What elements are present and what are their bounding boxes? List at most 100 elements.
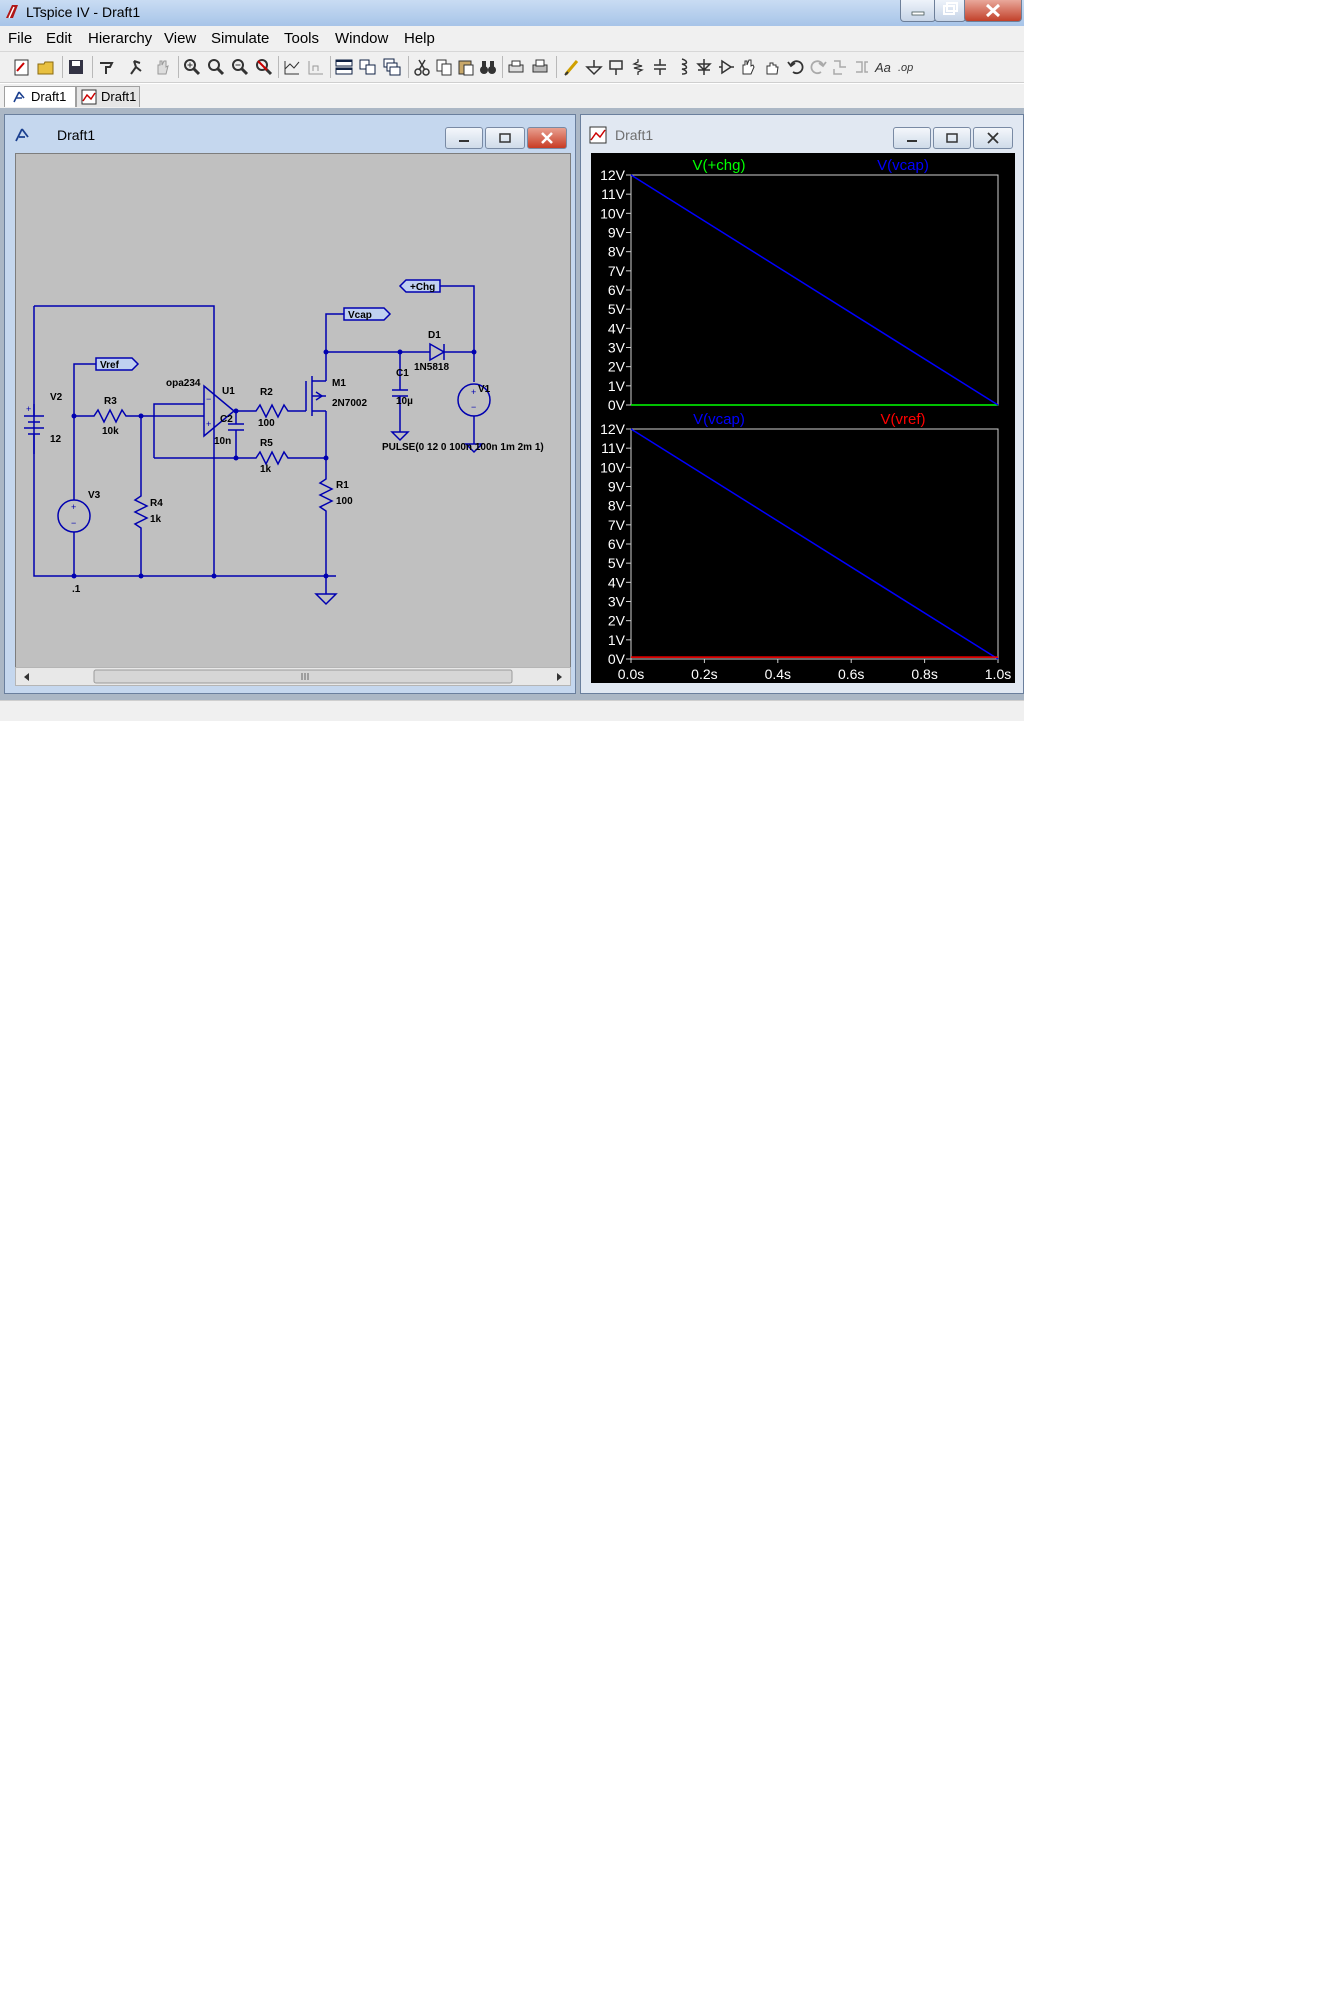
waveform-close-button[interactable]	[973, 127, 1013, 149]
menu-file[interactable]: File	[8, 30, 33, 47]
drag-hand-icon[interactable]	[762, 57, 782, 77]
y-tick-label: 3V	[608, 594, 626, 610]
waveform-window-icon	[589, 126, 607, 144]
vcap-net-label: Vcap	[348, 310, 372, 321]
restore-icon	[943, 2, 958, 15]
y-tick-label: 6V	[608, 282, 626, 298]
y-tick-label: 6V	[608, 536, 626, 552]
undo-icon[interactable]	[786, 57, 806, 77]
schematic-window[interactable]: Draft1	[4, 114, 576, 694]
scroll-right-arrow-icon[interactable]	[557, 673, 562, 681]
control-panel-icon[interactable]	[96, 57, 116, 77]
menu-window[interactable]: Window	[335, 30, 389, 47]
schematic-restore-button[interactable]	[485, 127, 525, 149]
zoom-out-icon[interactable]	[230, 57, 250, 77]
autorange-icon[interactable]	[282, 57, 302, 77]
inductor-icon[interactable]	[672, 57, 692, 77]
component-icon[interactable]	[716, 57, 736, 77]
menu-hierarchy[interactable]: Hierarchy	[88, 30, 153, 47]
tile-horizontal-icon[interactable]	[334, 57, 354, 77]
move-hand-icon[interactable]	[738, 57, 758, 77]
rotate-icon[interactable]	[830, 57, 850, 77]
x-tick-label: 0.6s	[838, 666, 864, 682]
y-tick-label: 7V	[608, 517, 626, 533]
series-line	[630, 174, 999, 406]
svg-text:+: +	[71, 502, 76, 512]
svg-text:−: −	[71, 518, 76, 528]
waveform-minimize-button[interactable]	[893, 127, 931, 149]
zoom-in-icon[interactable]	[182, 57, 202, 77]
save-icon[interactable]	[66, 57, 86, 77]
menu-simulate[interactable]: Simulate	[211, 30, 270, 47]
tile-vertical-icon[interactable]	[358, 57, 378, 77]
scroll-left-arrow-icon[interactable]	[24, 673, 29, 681]
svg-text:+: +	[471, 387, 476, 397]
paste-icon[interactable]	[456, 57, 476, 77]
y-tick-label: 11V	[601, 440, 626, 456]
restore-button[interactable]	[934, 0, 966, 22]
schematic-close-button[interactable]	[527, 127, 567, 149]
c1-ref: C1	[396, 368, 409, 379]
open-folder-icon[interactable]	[36, 57, 56, 77]
svg-text:−: −	[471, 402, 476, 412]
zoom-fit-icon[interactable]	[254, 57, 274, 77]
schematic-window-icon	[15, 128, 29, 142]
y-tick-label: 12V	[600, 167, 626, 183]
copy-icon[interactable]	[434, 57, 454, 77]
menu-edit[interactable]: Edit	[46, 30, 72, 47]
scrollbar-thumb[interactable]	[93, 669, 513, 684]
resistor-icon[interactable]	[628, 57, 648, 77]
grid-icon[interactable]	[306, 57, 326, 77]
legend-entry: V(vcap)	[877, 157, 929, 174]
tab-label: Draft1	[101, 89, 137, 104]
schematic-minimize-button[interactable]	[445, 127, 483, 149]
find-binoculars-icon[interactable]	[478, 57, 498, 77]
minimize-button[interactable]	[900, 0, 936, 22]
tab-waveform[interactable]: Draft1	[76, 86, 140, 107]
schematic-canvas[interactable]: V2 12 V3 .1 R3 10k R4 1k opa234 U1 C2 10…	[15, 153, 571, 669]
horizontal-scrollbar[interactable]	[15, 667, 571, 686]
r3-value: 10k	[102, 426, 119, 437]
tab-label: Draft1	[31, 89, 67, 104]
c2-value: 10n	[214, 436, 231, 447]
new-schematic-icon[interactable]	[12, 57, 32, 77]
capacitor-icon[interactable]	[650, 57, 670, 77]
diode-icon[interactable]	[694, 57, 714, 77]
menu-view[interactable]: View	[164, 30, 197, 47]
print-icon[interactable]	[530, 57, 550, 77]
label-net-icon[interactable]	[606, 57, 626, 77]
close-icon	[541, 132, 553, 144]
c1-value: 10µ	[396, 396, 413, 407]
redo-icon[interactable]	[808, 57, 828, 77]
halt-hand-icon[interactable]	[152, 57, 172, 77]
u1-ref: U1	[222, 386, 235, 397]
draw-wire-icon[interactable]	[562, 57, 582, 77]
menu-tools[interactable]: Tools	[284, 30, 320, 47]
tab-strip: Draft1 Draft1	[0, 84, 1024, 109]
ground-icon[interactable]	[584, 57, 604, 77]
mirror-icon[interactable]	[852, 57, 872, 77]
zoom-pan-icon[interactable]	[206, 57, 226, 77]
cascade-icon[interactable]	[382, 57, 402, 77]
y-tick-label: 8V	[608, 244, 626, 260]
tab-schematic[interactable]: Draft1	[4, 86, 76, 107]
waveform-restore-button[interactable]	[933, 127, 971, 149]
spice-directive-icon[interactable]: .op	[896, 57, 916, 77]
y-tick-label: 12V	[600, 421, 626, 437]
y-tick-label: 5V	[608, 555, 626, 571]
cut-icon[interactable]	[412, 57, 432, 77]
legend-entry: V(vcap)	[693, 411, 745, 428]
print-setup-icon[interactable]	[506, 57, 526, 77]
close-button[interactable]	[964, 0, 1022, 22]
text-icon[interactable]: Aa	[874, 57, 894, 77]
d1-ref: D1	[428, 330, 441, 341]
y-tick-label: 10V	[600, 459, 626, 475]
c2-ref: C2	[220, 414, 233, 425]
y-tick-label: 2V	[608, 359, 626, 375]
menu-help[interactable]: Help	[404, 30, 435, 47]
v1-pulse-value: PULSE(0 12 0 100n 100n 1m 2m 1)	[382, 442, 544, 453]
x-tick-label: 0.2s	[691, 666, 717, 682]
run-icon[interactable]	[126, 57, 146, 77]
